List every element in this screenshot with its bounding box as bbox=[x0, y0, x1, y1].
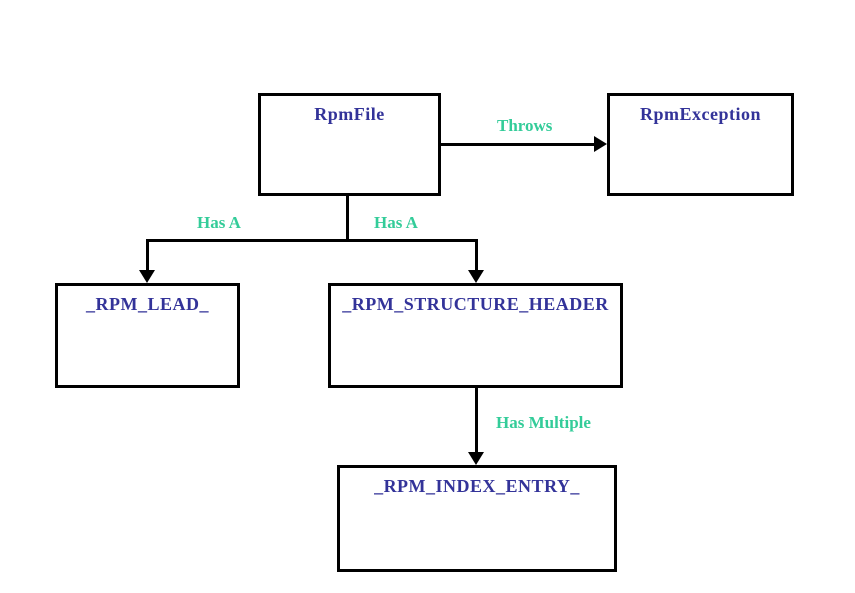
node-rpm-lead-label: _RPM_LEAD_ bbox=[86, 294, 209, 314]
edge-hasa-right-label: Has A bbox=[374, 213, 418, 232]
node-rpm-lead: _RPM_LEAD_ bbox=[55, 283, 240, 388]
edge-hasa-left-label: Has A bbox=[197, 213, 241, 232]
edge-hasmultiple-line bbox=[475, 388, 478, 454]
node-rpmexception: RpmException bbox=[607, 93, 794, 196]
edge-hasa-left-arrowhead-icon bbox=[139, 270, 155, 283]
edge-throws-line bbox=[441, 143, 596, 146]
edge-hasmultiple-arrowhead-icon bbox=[468, 452, 484, 465]
edge-throws-arrowhead-icon bbox=[594, 136, 607, 152]
node-rpmfile-label: RpmFile bbox=[314, 104, 385, 124]
edge-hasa-left-line bbox=[146, 239, 149, 272]
edge-hasa-right-line bbox=[475, 239, 478, 272]
edge-hasa-branch-line bbox=[146, 239, 478, 242]
node-rpm-index-entry: _RPM_INDEX_ENTRY_ bbox=[337, 465, 617, 572]
edge-hasmultiple-label: Has Multiple bbox=[496, 413, 591, 432]
node-rpmfile: RpmFile bbox=[258, 93, 441, 196]
node-rpm-structure-header-label: _RPM_STRUCTURE_HEADER bbox=[342, 294, 609, 314]
node-rpm-index-entry-label: _RPM_INDEX_ENTRY_ bbox=[374, 476, 580, 496]
edge-hasa-stem-line bbox=[346, 196, 349, 242]
node-rpm-structure-header: _RPM_STRUCTURE_HEADER bbox=[328, 283, 623, 388]
edge-hasa-right-arrowhead-icon bbox=[468, 270, 484, 283]
node-rpmexception-label: RpmException bbox=[639, 104, 761, 124]
edge-throws-label: Throws bbox=[497, 116, 553, 135]
